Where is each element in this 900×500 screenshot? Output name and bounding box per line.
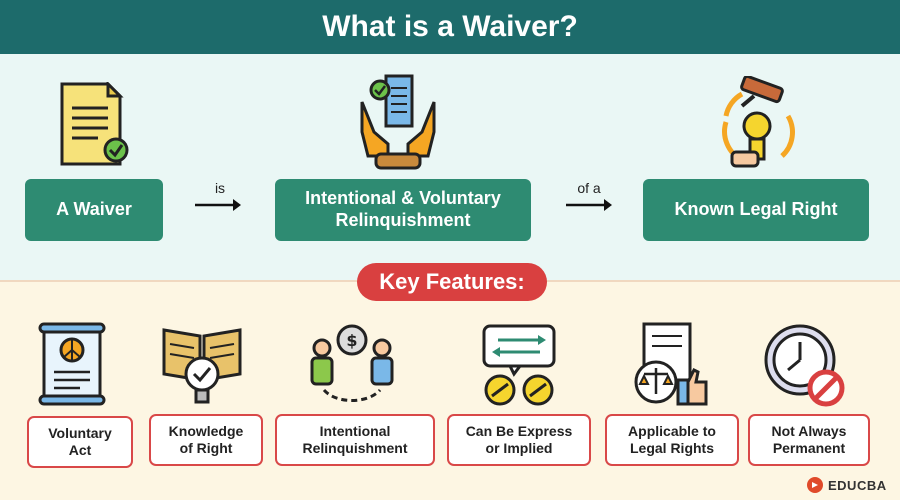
clock-prohibited-icon [764,324,845,407]
page-title: What is a Waiver? [0,0,900,54]
legal-right-box: Known Legal Right [643,179,869,241]
feature-express-or-implied: Can Be Express or Implied [447,414,591,466]
relinquishment-line2: Relinquishment [335,210,471,230]
svg-text:$: $ [346,331,357,350]
feature-voluntary-act: Voluntary Act [27,416,133,468]
arrow-right-icon [195,199,241,211]
connector-of-a: of a [577,180,601,196]
feature-line2: Permanent [772,440,846,456]
gavel-cycle-icon [722,76,795,168]
money-exchange-icon: $ [310,324,394,402]
feature-applicable-legal-rights: Applicable to Legal Rights [605,414,739,466]
document-check-icon [60,82,129,166]
book-lightbulb-icon [162,328,242,404]
feature-line2: of Right [179,440,233,456]
brand-name: EDUCBA [828,477,887,493]
speech-bubble-icon [482,324,556,406]
feature-line1: Applicable to [628,423,716,440]
waiver-box: A Waiver [25,179,163,241]
feature-line2: Legal Rights [629,440,714,456]
feature-intentional-relinquishment: Intentional Relinquishment [275,414,435,466]
arrow-right-icon [566,199,612,211]
feature-knowledge-of-right: Knowledge of Right [149,414,263,466]
brand-logo: EDUCBA [806,474,896,496]
feature-line2: or Implied [485,440,553,456]
key-features-label: Key Features: [357,263,547,301]
hands-document-icon [360,74,436,170]
relinquishment-line1: Intentional & Voluntary [305,188,501,209]
feature-line1: Knowledge [168,423,244,440]
feature-line1: Can Be Express [465,423,573,440]
feature-line2: Relinquishment [302,440,408,456]
connector-is: is [214,180,226,196]
legal-scales-icon [634,322,708,406]
feature-line1: Not Always [771,423,847,440]
feature-line1: Voluntary [48,425,112,442]
peace-document-icon [38,322,106,406]
feature-not-always-permanent: Not Always Permanent [748,414,870,466]
feature-line2: Act [68,442,92,458]
educba-logo-icon [807,477,823,493]
feature-line1: Intentional [319,423,391,440]
relinquishment-box: Intentional & Voluntary Relinquishment [275,179,531,241]
